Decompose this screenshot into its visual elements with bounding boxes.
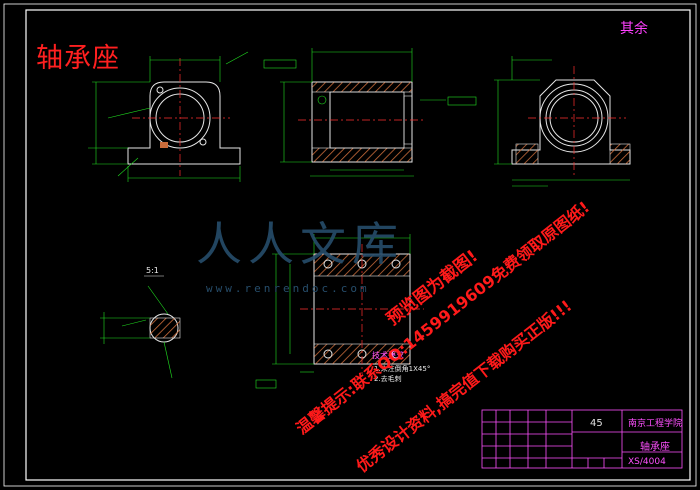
technical-requirements-title: 技术要求 <box>372 351 404 360</box>
drawing-title: 轴承座 <box>36 43 120 74</box>
side-view-centerlines <box>528 66 626 178</box>
outer-frame <box>3 3 697 487</box>
top-view-dimensions <box>255 234 411 389</box>
technical-requirement-2: 2.去毛刺 <box>374 375 402 383</box>
section-view <box>311 81 413 163</box>
top-view-centerlines <box>300 244 424 374</box>
detail-scale-label: 5:1 <box>146 266 159 275</box>
section-view-dimensions <box>263 48 477 177</box>
title-block-drawing-number: XS/4004 <box>628 457 666 467</box>
side-view-dimensions <box>494 56 630 187</box>
title-block-school: 南京工程学院 <box>628 419 683 429</box>
side-view <box>511 79 631 165</box>
title-block-material: 45 <box>590 418 603 429</box>
front-view-dimensions <box>88 51 249 182</box>
front-view-centerlines <box>132 58 230 176</box>
surface-finish-note: 其余 <box>620 21 648 37</box>
detail-view-dimensions <box>100 285 173 379</box>
watermark-url: www.renrendoc.com <box>206 282 370 295</box>
title-block-grid <box>481 409 683 469</box>
front-view <box>127 81 241 165</box>
technical-requirement-1: 1.未注倒角1X45° <box>374 365 431 373</box>
inner-frame <box>25 9 691 481</box>
watermark-logo: 人人文库 <box>196 217 404 271</box>
detail-view <box>149 313 181 343</box>
title-block-part-name: 轴承座 <box>640 442 670 453</box>
